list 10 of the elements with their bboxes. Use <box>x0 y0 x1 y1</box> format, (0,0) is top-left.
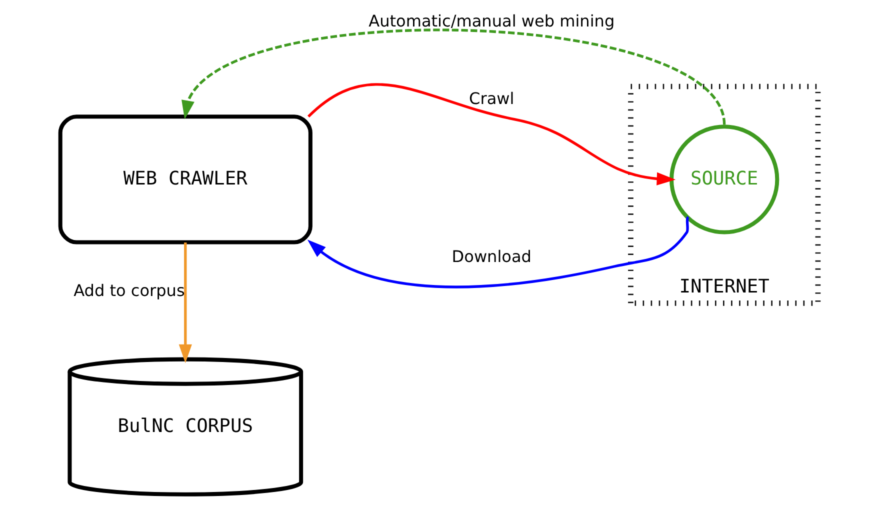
edge-label: Add to corpus <box>74 281 185 300</box>
node-circle: SOURCE <box>670 124 780 234</box>
arrow <box>308 83 676 186</box>
arrow <box>307 216 690 288</box>
edge-label: Crawl <box>469 89 514 108</box>
edge-label: Download <box>452 246 532 266</box>
arrow <box>182 29 726 126</box>
edge-label: Automatic/manual web mining <box>368 11 615 30</box>
arrow <box>178 242 192 364</box>
node-box: WEB CRAWLER <box>58 114 312 244</box>
